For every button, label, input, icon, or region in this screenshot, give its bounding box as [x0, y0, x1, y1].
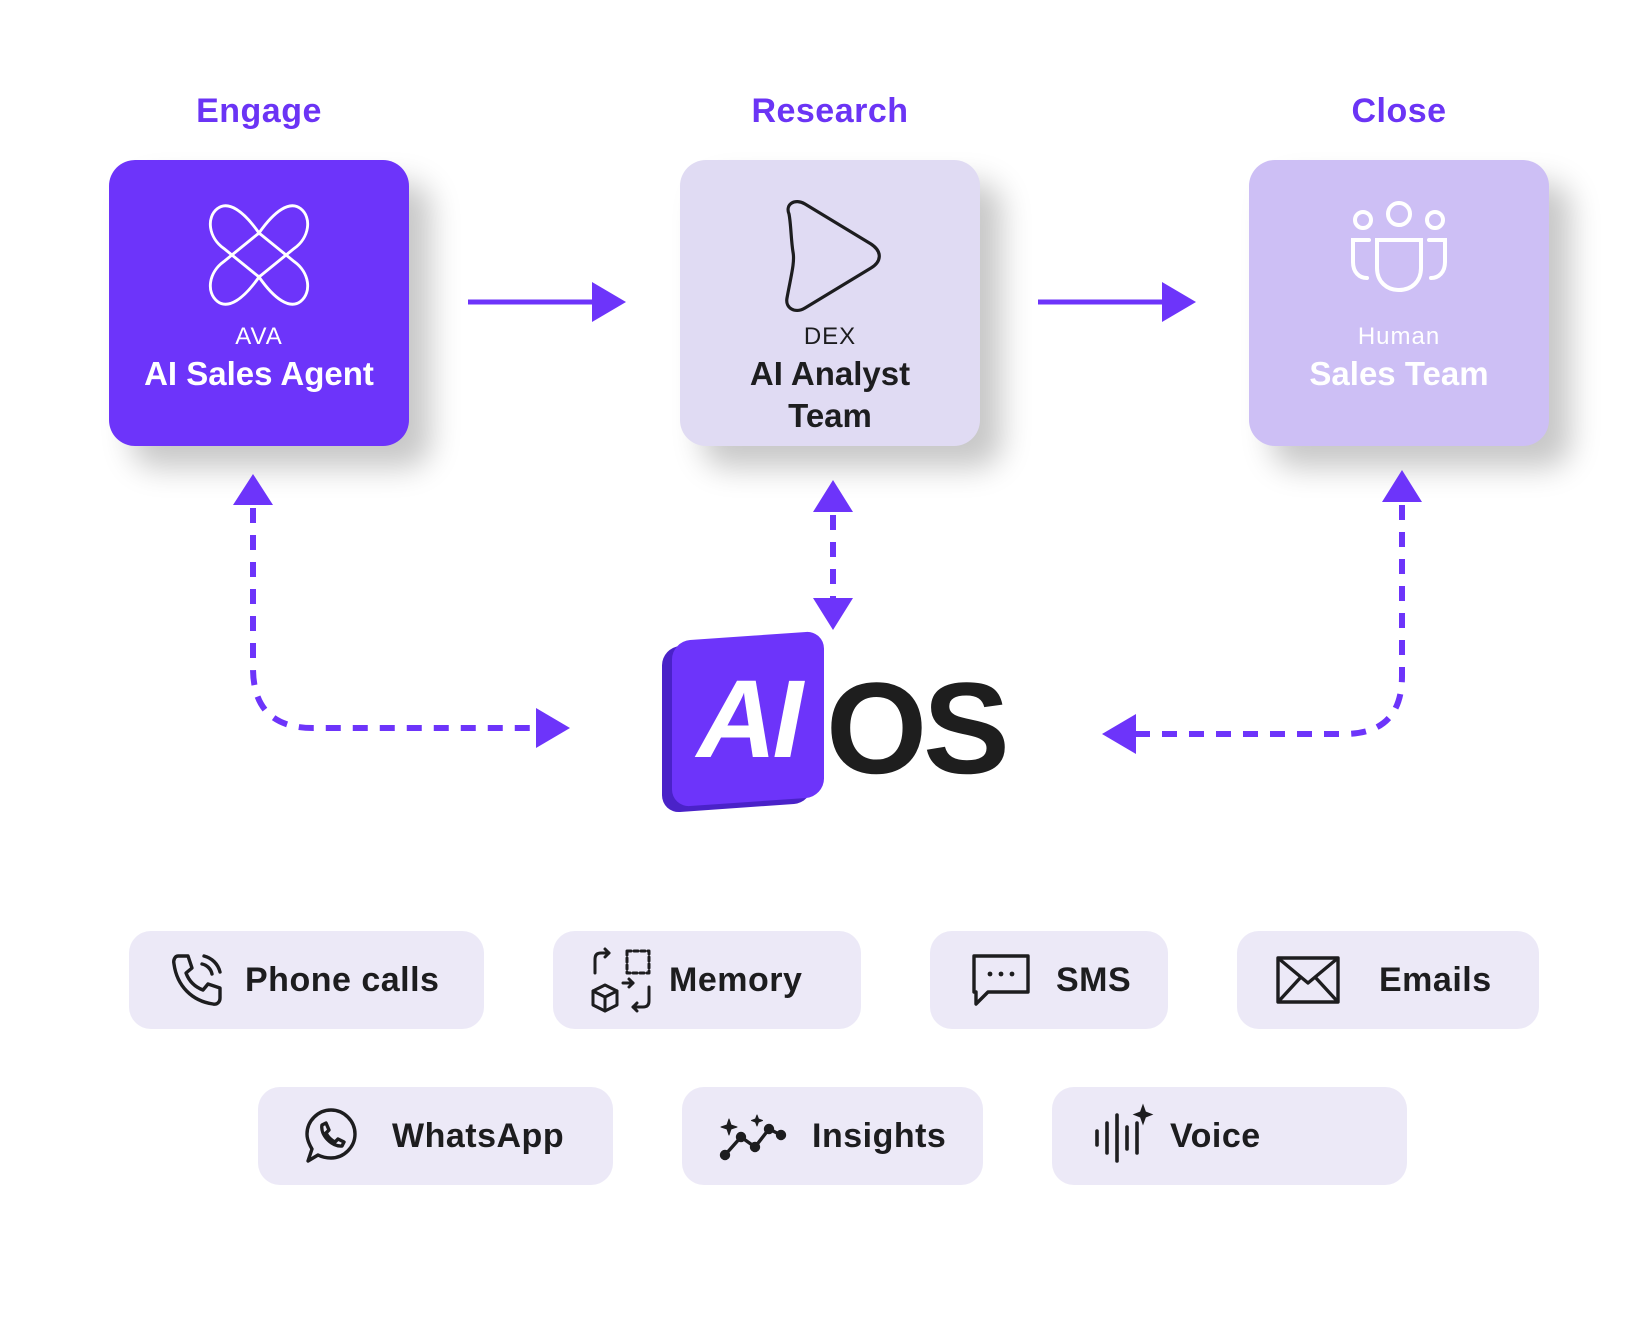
voice-wave-icon: [1088, 1101, 1158, 1171]
capability-emails: Emails: [1237, 931, 1539, 1029]
capability-label: Voice: [1170, 1116, 1261, 1155]
dex-sub-label: DEX: [803, 323, 857, 350]
capability-label: Phone calls: [245, 960, 440, 999]
capability-sms: SMS: [930, 931, 1168, 1029]
human-main-label: Sales Team: [1309, 355, 1489, 392]
aios-logo-tile: AI: [672, 630, 824, 808]
capability-label: WhatsApp: [392, 1116, 565, 1155]
ava-card: AVA AI Sales Agent: [109, 160, 409, 446]
capability-label: Insights: [812, 1116, 947, 1155]
stage-title-research: Research: [751, 92, 909, 130]
memory-cubes-icon: [587, 945, 657, 1015]
phone-call-icon: [163, 945, 233, 1015]
connector-dex-aios: [813, 480, 853, 630]
ava-main-label: AI Sales Agent: [144, 355, 374, 392]
arrow-research-to-close: [1038, 282, 1196, 322]
capability-insights: Insights: [682, 1087, 983, 1185]
capability-memory: Memory: [553, 931, 861, 1029]
capability-phone-calls: Phone calls: [129, 931, 484, 1029]
arrow-engage-to-research: [468, 282, 626, 322]
human-sub-label: Human: [1357, 323, 1441, 350]
dex-main-label: AI Analyst Team: [749, 355, 911, 434]
sms-chat-icon: [966, 945, 1036, 1015]
insights-trend-icon: [718, 1101, 788, 1171]
capability-label: SMS: [1056, 960, 1132, 999]
capability-whatsapp: WhatsApp: [258, 1087, 613, 1185]
envelope-icon: [1273, 945, 1343, 1015]
ava-logo-icon: [109, 200, 409, 310]
ava-sub-label: AVA: [235, 323, 283, 350]
capability-voice: Voice: [1052, 1087, 1407, 1185]
play-triangle-icon: [680, 200, 980, 312]
team-people-icon: [1249, 200, 1549, 310]
aios-logo-tile-text: AI: [697, 657, 799, 781]
capability-label: Memory: [669, 960, 803, 999]
human-card: Human Sales Team: [1249, 160, 1549, 446]
connector-ava-aios: [233, 474, 570, 748]
aios-logo-wordmark: OS: [826, 655, 1010, 801]
dex-card: DEX AI Analyst Team: [680, 160, 980, 446]
whatsapp-icon: [296, 1101, 366, 1171]
aios-logo: AI OS: [658, 630, 1028, 820]
stage-title-close: Close: [1351, 92, 1447, 130]
connector-human-aios: [1102, 470, 1422, 754]
stage-title-engage: Engage: [196, 92, 322, 130]
capability-label: Emails: [1379, 960, 1492, 999]
